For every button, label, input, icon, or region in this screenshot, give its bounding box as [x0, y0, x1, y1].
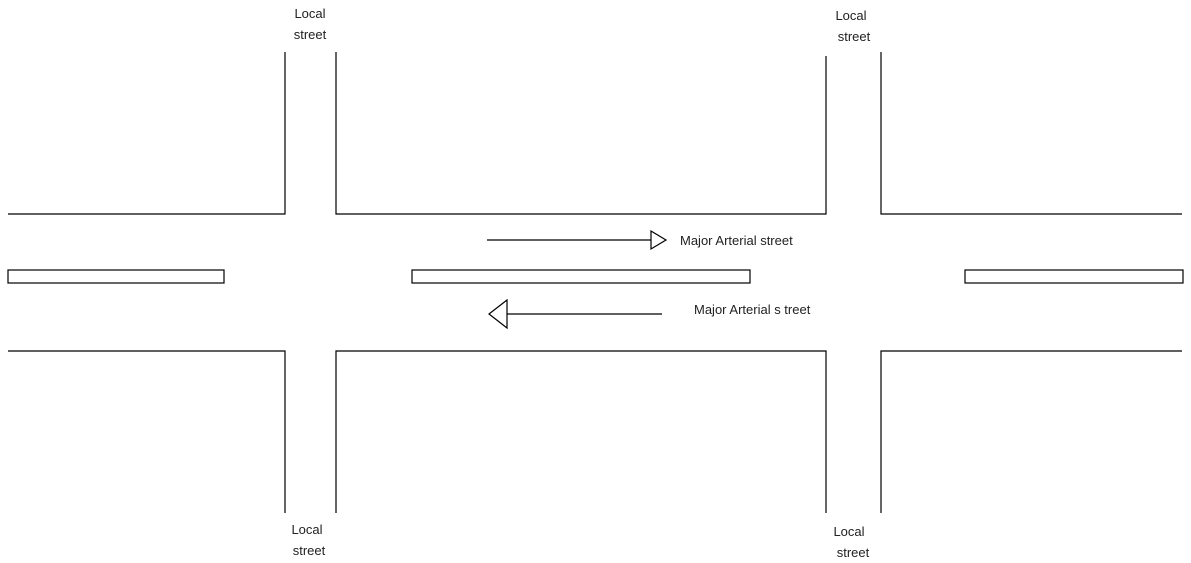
local-street-label-line1: Local — [835, 8, 866, 23]
median-west — [7, 269, 225, 284]
median-center — [411, 269, 751, 284]
local-street-label-line2: street — [837, 545, 870, 560]
local-street-label-line1: Local — [833, 524, 864, 539]
westbound-label: Major Arterial s treet — [694, 302, 811, 317]
median-islands — [7, 269, 1184, 284]
north-curb-west-segment — [8, 52, 286, 215]
local-street-label-line1: Local — [291, 522, 322, 537]
local-street-label-top-right: Local street — [835, 8, 870, 44]
local-street-label-line1: Local — [294, 6, 325, 21]
westbound-arrow-head — [488, 298, 508, 330]
north-curb-east-segment — [880, 52, 1182, 215]
westbound-arrow — [488, 298, 662, 330]
local-street-label-bottom-right: Local street — [833, 524, 869, 560]
local-street-label-line2: street — [294, 27, 327, 42]
median-east — [964, 269, 1184, 284]
south-curb-middle-segment — [335, 350, 827, 513]
local-street-label-bottom-left: Local street — [291, 522, 325, 558]
local-street-label-line2: street — [838, 29, 871, 44]
local-street-label-line2: street — [293, 543, 326, 558]
eastbound-arrow-head — [650, 229, 668, 251]
arterial-south-curb — [8, 350, 1182, 513]
north-curb-middle-segment — [335, 52, 827, 215]
south-curb-east-segment — [880, 350, 1182, 513]
arterial-north-curb — [8, 52, 1182, 215]
south-curb-west-segment — [8, 350, 286, 513]
eastbound-label: Major Arterial street — [680, 233, 793, 248]
eastbound-arrow — [487, 229, 668, 251]
local-street-label-top-left: Local street — [294, 6, 327, 42]
